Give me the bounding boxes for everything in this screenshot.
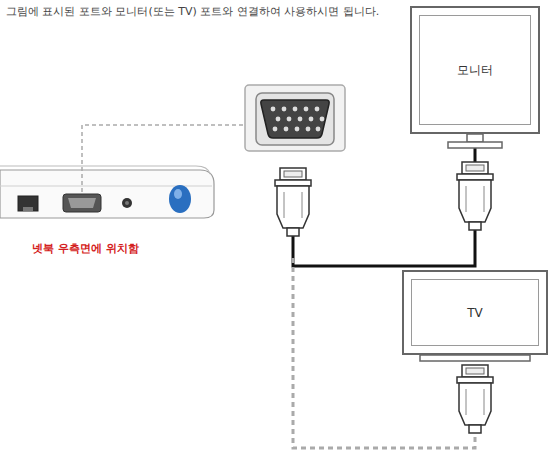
vga-cable-monitor	[293, 134, 475, 266]
location-note: 넷북 우측면에 위치함	[32, 241, 139, 256]
instruction-title: 그림에 표시된 포트와 모니터(또는 TV) 포트와 연결하여 사용하시면 됩니…	[6, 4, 379, 19]
device-label: 모니터	[457, 62, 493, 79]
monitor-box: 모니터	[410, 6, 540, 134]
tv-box: TV	[402, 270, 548, 355]
device-label: TV	[467, 306, 483, 320]
netbook-region: 넷북 우측면에 위치함	[0, 80, 345, 258]
